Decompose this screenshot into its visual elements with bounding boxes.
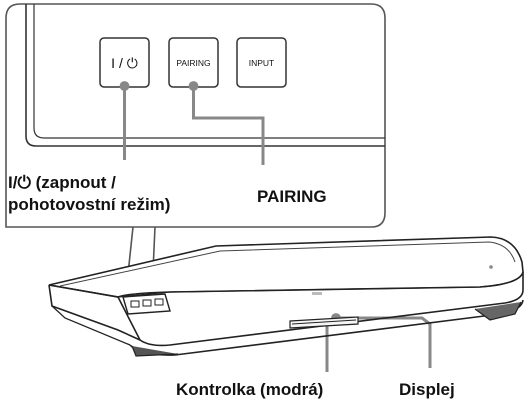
device-power-button bbox=[130, 300, 140, 308]
device-pairing-button bbox=[142, 299, 152, 307]
top-indicator-dot bbox=[489, 265, 493, 269]
sony-logo bbox=[312, 292, 322, 295]
soundbar-device bbox=[48, 236, 524, 357]
display-callout: Displej bbox=[399, 380, 455, 399]
indicator-callout: Kontrolka (modrá) bbox=[176, 380, 324, 399]
device-input-button bbox=[154, 298, 164, 306]
pairing-callout: PAIRING bbox=[257, 187, 327, 206]
input-button[interactable]: INPUT bbox=[236, 37, 287, 88]
power-callout-line1: I/⏻ (zapnout / bbox=[8, 173, 116, 192]
power-callout-line2: pohotovostní režim) bbox=[8, 195, 171, 214]
power-button-label: I / ⏻ bbox=[111, 55, 138, 71]
input-button-label: INPUT bbox=[249, 58, 275, 68]
power-button[interactable]: I / ⏻ bbox=[99, 37, 150, 88]
pairing-button-label: PAIRING bbox=[176, 58, 210, 68]
pairing-button[interactable]: PAIRING bbox=[168, 37, 219, 88]
